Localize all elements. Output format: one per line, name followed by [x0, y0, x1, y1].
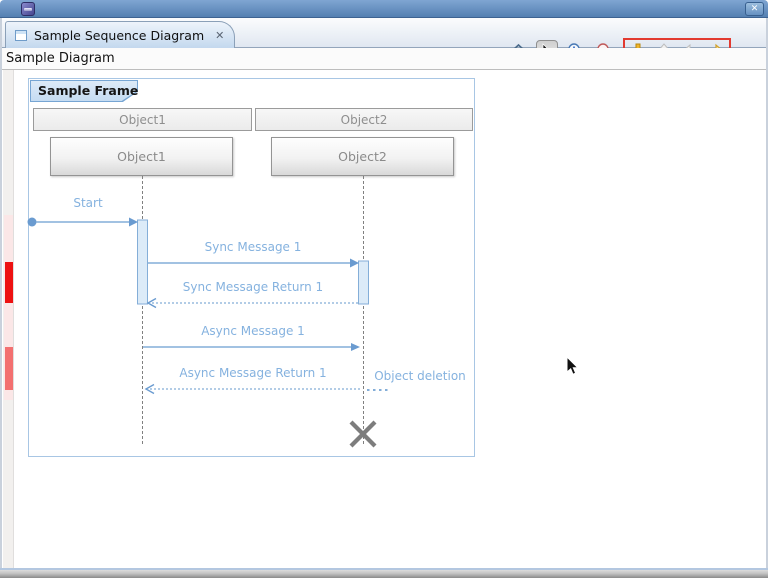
- connector-layer: [27, 176, 389, 448]
- object1-box[interactable]: Object1: [50, 137, 233, 176]
- activation-bar-object1[interactable]: [137, 219, 148, 305]
- window-left-border: [0, 18, 2, 578]
- title-bar[interactable]: ✕: [0, 0, 768, 18]
- sequence-frame-border[interactable]: [28, 78, 475, 457]
- sync-return-1-arrowhead: [146, 297, 157, 309]
- tab-title: Sample Sequence Diagram: [34, 27, 205, 43]
- destroy-cross-icon[interactable]: [349, 420, 377, 448]
- lifeline-header-object1[interactable]: Object1: [33, 108, 252, 131]
- diagram-name-label: Sample Diagram: [6, 51, 115, 66]
- frame-label: Sample Frame: [38, 83, 139, 98]
- sync-message-1-label[interactable]: Sync Message 1: [204, 240, 302, 254]
- ruler-error-marker[interactable]: [5, 262, 13, 303]
- diagram-canvas[interactable]: Sample Frame Object1 Object2 Object1 Obj…: [2, 70, 766, 568]
- ruler-warning-marker[interactable]: [5, 347, 13, 390]
- frame-label-pentagon[interactable]: [30, 80, 138, 102]
- eclipse-logo-icon: [21, 2, 35, 16]
- activation-bar-object2[interactable]: [358, 260, 369, 305]
- object2-box[interactable]: Object2: [271, 137, 454, 176]
- ruler-range-marker: [4, 215, 13, 400]
- window-bottom-border: [0, 568, 768, 578]
- object-deletion-label[interactable]: Object deletion: [374, 369, 466, 383]
- tab-sample-sequence-diagram[interactable]: Sample Sequence Diagram ✕: [5, 21, 235, 48]
- diagram-file-icon: [15, 29, 27, 41]
- window-right-border: [766, 18, 768, 578]
- sync-message-1-arrowhead: [350, 258, 359, 268]
- mouse-cursor: [566, 356, 580, 375]
- async-return-1-arrowhead: [144, 383, 155, 395]
- window-close-button[interactable]: ✕: [745, 2, 764, 16]
- async-return-1-label[interactable]: Async Message Return 1: [179, 366, 327, 380]
- editor-tab-bar: Sample Sequence Diagram ✕: [2, 18, 766, 64]
- start-node[interactable]: [27, 217, 37, 227]
- start-message-label[interactable]: Start: [73, 196, 103, 210]
- start-arrowhead: [129, 217, 138, 227]
- sync-return-1-label[interactable]: Sync Message Return 1: [182, 280, 324, 294]
- async-message-1-label[interactable]: Async Message 1: [201, 324, 305, 338]
- overview-ruler[interactable]: [3, 70, 14, 568]
- frame-label-fill: [31, 81, 137, 101]
- tab-close-icon[interactable]: ✕: [215, 28, 225, 42]
- diagram-name-bar: Sample Diagram: [2, 48, 766, 70]
- async-message-1-arrowhead: [351, 343, 360, 351]
- lifeline-header-object2[interactable]: Object2: [255, 108, 473, 131]
